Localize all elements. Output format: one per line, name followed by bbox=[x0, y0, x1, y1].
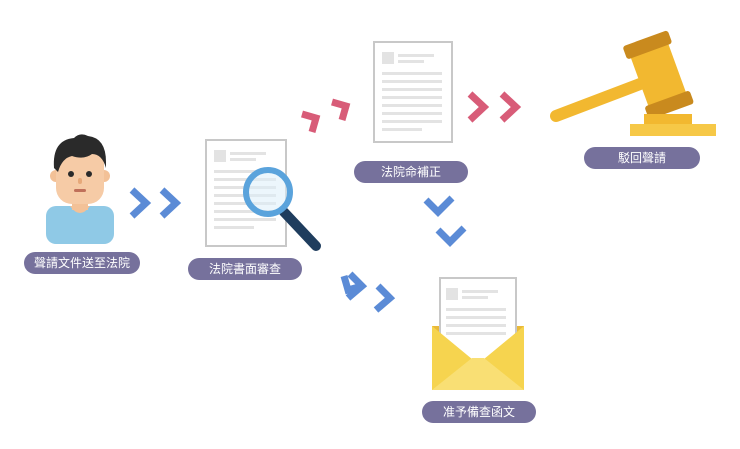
magnifier-icon bbox=[240, 164, 324, 254]
gavel-icon bbox=[546, 28, 718, 140]
applicant-person-icon bbox=[44, 132, 116, 244]
review-label: 法院書面審查 bbox=[188, 258, 302, 280]
correction-document-icon bbox=[372, 40, 454, 144]
arrow-pink-icon bbox=[466, 90, 528, 124]
arrow-blue-icon bbox=[128, 186, 190, 220]
arrow-pink-icon bbox=[296, 94, 360, 140]
arrow-blue-icon bbox=[338, 266, 410, 318]
arrow-blue-down-icon bbox=[420, 192, 474, 256]
envelope-letter-icon bbox=[428, 276, 528, 392]
dismissal-label: 駁回聲請 bbox=[584, 147, 700, 169]
applicant-label: 聲請文件送至法院 bbox=[24, 252, 140, 274]
approval-label: 准予備查函文 bbox=[422, 401, 536, 423]
correction-label: 法院命補正 bbox=[354, 161, 468, 183]
